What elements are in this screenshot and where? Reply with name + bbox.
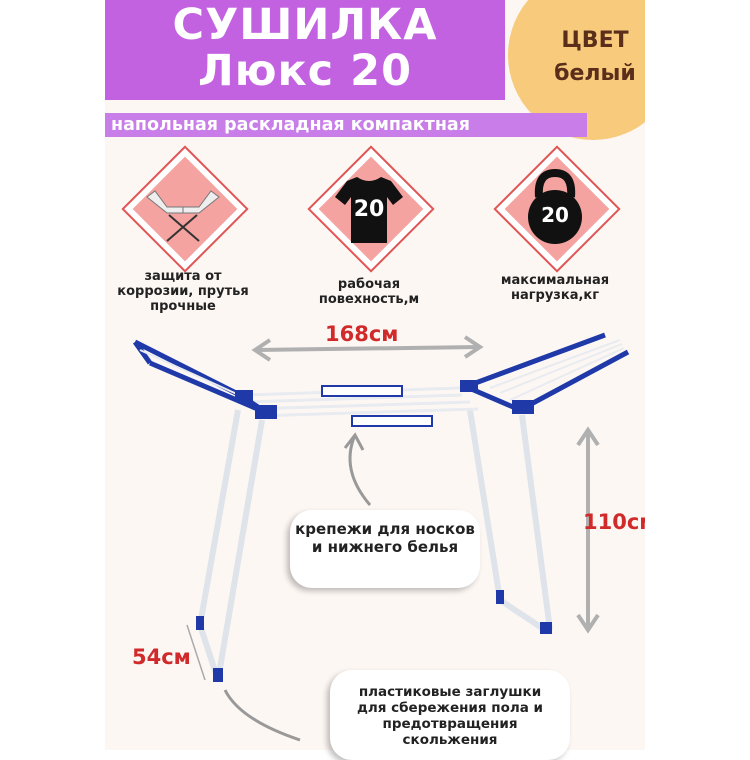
- clip-bar: [321, 385, 403, 397]
- color-info: ЦВЕТ белый: [540, 24, 650, 90]
- feature-label: максимальная нагрузка,кг: [500, 273, 610, 303]
- kettlebell-icon: [528, 168, 582, 244]
- depth-dimension: 54см: [132, 645, 191, 669]
- title-banner: [105, 0, 505, 100]
- height-arrow: [576, 426, 600, 634]
- feature-value: 20: [353, 197, 385, 222]
- shirt-icon: [335, 177, 403, 243]
- callout-feet: пластиковые заглушки для сбережения пола…: [330, 670, 570, 760]
- feature-label: защита от коррозии, прутья прочные: [117, 269, 249, 314]
- right-margin: [645, 0, 750, 750]
- subtitle-bar: напольная раскладная компактная: [105, 113, 587, 137]
- callout-clips: крепежи для носков и нижнего белья: [290, 510, 480, 588]
- dryer-icon: [146, 190, 220, 242]
- title-line-1: СУШИЛКА: [172, 0, 438, 50]
- width-dimension: 168см: [325, 322, 399, 346]
- title-line-2: Люкс 20: [197, 46, 412, 96]
- height-dimension: 110см: [583, 510, 657, 534]
- width-arrow: [251, 335, 484, 362]
- color-value: белый: [554, 61, 636, 86]
- feature-label: рабочая повехность,м: [318, 277, 420, 307]
- color-label: ЦВЕТ: [561, 28, 629, 53]
- depth-arrow: [186, 624, 206, 681]
- clip-bar: [351, 415, 433, 427]
- product-title: СУШИЛКА Люкс 20: [105, 2, 505, 94]
- feature-value: 20: [541, 203, 569, 227]
